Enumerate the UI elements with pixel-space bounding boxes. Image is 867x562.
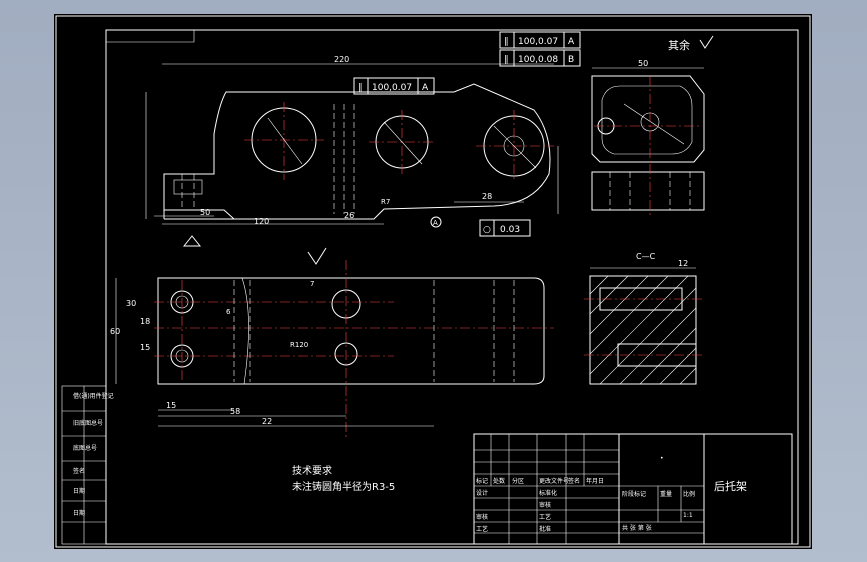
tb-label-date: 年月日: [586, 477, 604, 485]
dim-plan-60: 60: [110, 327, 120, 336]
svg-text:∥: ∥: [358, 83, 363, 93]
notes-body: 未注铸圆角半径为R3-5: [292, 480, 395, 493]
dim-plan-18: 18: [140, 317, 150, 326]
drawing-sheet: 借(通)用件登记 旧底图总号 底图总号 签名 日期 日期 其余 220: [54, 14, 812, 549]
technical-notes: 技术要求 未注铸圆角半径为R3-5: [292, 464, 395, 493]
section-label: C—C: [636, 252, 656, 261]
title-block: • 标记 处数 分区 更改文件号 签名 年月日 设计 标准化 审核 审核 工艺 …: [473, 433, 793, 545]
dim-section-12: 12: [678, 259, 688, 268]
dim-26: 26: [344, 211, 354, 220]
gdt-frame-4: ○ 0.03: [479, 219, 531, 237]
tb-stage: 阶段标记: [622, 490, 646, 498]
section-cc[interactable]: C—C 12: [584, 252, 704, 385]
code-box: [106, 30, 195, 43]
gdt-frame-2: ∥ 100,0.08 B: [499, 49, 581, 67]
dim-plan-30: 30: [126, 299, 136, 308]
tb-approve: 批准: [539, 525, 551, 533]
side-label-2: 旧底图总号: [73, 419, 103, 427]
tb-designer: 设计: [476, 489, 488, 497]
dim-r7: R7: [381, 198, 390, 206]
tb-sheets: 共 张 第 张: [622, 524, 652, 532]
side-registration-table: 借(通)用件登记 旧底图总号 底图总号 签名 日期 日期: [61, 385, 114, 545]
roughness-note: 其余: [668, 38, 690, 52]
tb-scale-value: 1:1: [683, 512, 693, 519]
tb-label-mark: 标记: [476, 477, 488, 485]
svg-text:B: B: [568, 55, 574, 65]
svg-text:100,0.08: 100,0.08: [518, 55, 558, 65]
drawing-title: 后托架: [714, 479, 747, 493]
svg-text:○: ○: [483, 225, 491, 235]
svg-text:∥: ∥: [504, 55, 509, 65]
roughness-symbol: [699, 35, 714, 49]
tb-weight: 重量: [660, 490, 672, 498]
dim-120: 120: [254, 217, 269, 226]
dim-6: 6: [226, 308, 231, 316]
outer-border: [55, 15, 811, 548]
dim-plan-15: 15: [140, 343, 150, 352]
inner-border: [105, 29, 799, 545]
datum-triangle: [182, 235, 202, 247]
gdt-frame-3: ∥ 100,0.07 A: [353, 77, 435, 95]
datum-a-label: A: [433, 219, 438, 227]
dim-50: 50: [200, 208, 210, 217]
drawing-canvas: 借(通)用件登记 旧底图总号 底图总号 签名 日期 日期 其余 220: [55, 15, 811, 548]
svg-text:A: A: [568, 37, 575, 47]
svg-text:0.03: 0.03: [500, 225, 520, 235]
dim-58: 58: [230, 407, 240, 416]
front-view[interactable]: 220 120 50 26 28 R7: [145, 55, 559, 226]
tb-standard: 标准化: [539, 489, 557, 497]
tb-craft: 工艺: [539, 513, 551, 521]
side-label-1: 借(通)用件登记: [73, 392, 114, 400]
side-view[interactable]: 50: [591, 59, 705, 218]
section-hatching: [589, 275, 697, 385]
dim-r120: R120: [290, 341, 308, 349]
side-label-6: 日期: [73, 509, 85, 517]
dim-22: 22: [262, 417, 272, 426]
plan-view[interactable]: 60 30 18 15 15 58 22 R120 6 7: [110, 247, 554, 440]
svg-text:∥: ∥: [504, 37, 509, 47]
side-label-4: 签名: [73, 467, 85, 475]
svg-text:100,0.07: 100,0.07: [372, 83, 412, 93]
side-label-3: 底图总号: [73, 444, 97, 452]
side-label-5: 日期: [73, 487, 85, 495]
dim-28: 28: [482, 192, 492, 201]
dim-side-50: 50: [638, 59, 648, 68]
tb-scale: 比例: [683, 490, 695, 498]
gdt-frame-1: ∥ 100,0.07 A: [499, 31, 581, 49]
datum-a: [430, 216, 442, 228]
tb-label-count: 处数: [493, 477, 505, 485]
tb-label-sign: 签名: [568, 477, 580, 485]
dim-220: 220: [334, 55, 349, 64]
tb-review: 审核: [539, 501, 551, 509]
tb-review-2: 审核: [476, 513, 488, 521]
dim-15: 15: [166, 401, 176, 410]
tb-craft-2: 工艺: [476, 525, 488, 533]
tb-label-zone: 分区: [512, 477, 524, 485]
dim-7: 7: [310, 280, 314, 288]
svg-text:A: A: [422, 83, 429, 93]
title-dot: •: [660, 455, 664, 462]
svg-text:100,0.07: 100,0.07: [518, 37, 558, 47]
roughness-mark-plan: [307, 247, 327, 265]
tb-label-change: 更改文件号: [539, 477, 569, 485]
notes-title: 技术要求: [292, 464, 332, 477]
